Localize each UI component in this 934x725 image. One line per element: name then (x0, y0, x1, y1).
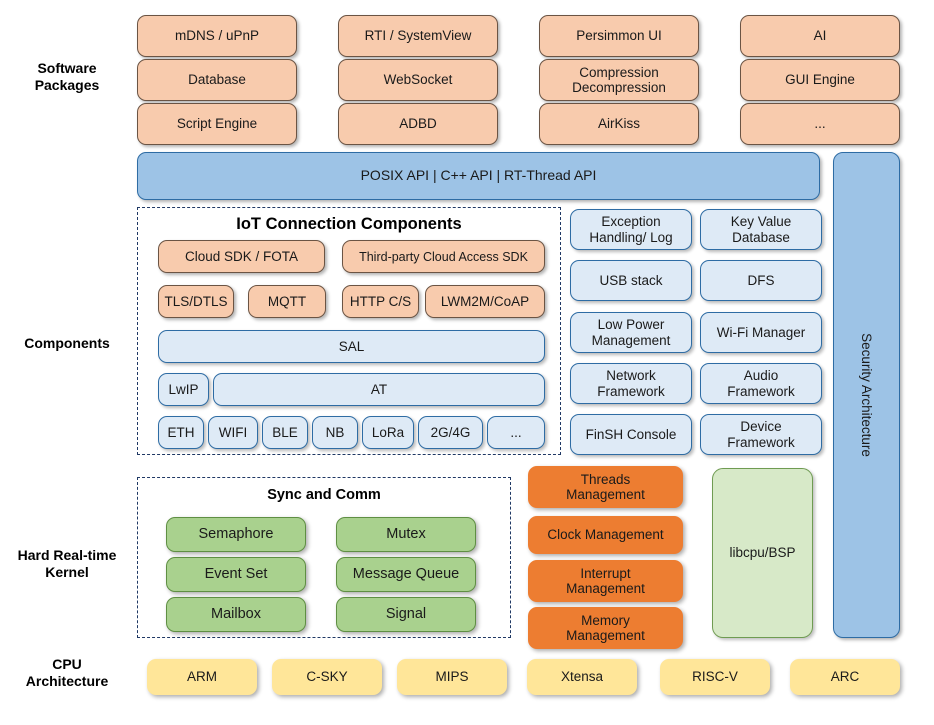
kernel-memory-management[interactable]: Memory Management (528, 607, 683, 649)
iot-lwm2m-coap[interactable]: LWM2M/CoAP (425, 285, 545, 318)
component-usb-stack[interactable]: USB stack (570, 260, 692, 301)
security-architecture-label: Security Architecture (859, 333, 875, 457)
sync-event-set[interactable]: Event Set (166, 557, 306, 592)
package-mdns-upnp[interactable]: mDNS / uPnP (137, 15, 297, 57)
package-more[interactable]: ... (740, 103, 900, 145)
iot-link-2g-4g[interactable]: 2G/4G (418, 416, 483, 449)
component-device-framework[interactable]: Device Framework (700, 414, 822, 455)
sync-mailbox[interactable]: Mailbox (166, 597, 306, 632)
security-architecture-bar: Security Architecture (833, 152, 900, 638)
iot-http-cs[interactable]: HTTP C/S (342, 285, 419, 318)
package-rti-systemview[interactable]: RTI / SystemView (338, 15, 498, 57)
cpu-xtensa[interactable]: Xtensa (527, 659, 637, 695)
package-database[interactable]: Database (137, 59, 297, 101)
row-label-kernel: Hard Real-time Kernel (17, 547, 117, 580)
iot-link-eth[interactable]: ETH (158, 416, 204, 449)
row-label-components: Components (24, 335, 110, 351)
sync-message-queue[interactable]: Message Queue (336, 557, 476, 592)
package-adbd[interactable]: ADBD (338, 103, 498, 145)
component-audio-framework[interactable]: Audio Framework (700, 363, 822, 404)
iot-cloud-sdk-fota[interactable]: Cloud SDK / FOTA (158, 240, 325, 273)
component-exception-handling-log[interactable]: Exception Handling/ Log (570, 209, 692, 250)
iot-mqtt[interactable]: MQTT (248, 285, 326, 318)
cpu-arm[interactable]: ARM (147, 659, 257, 695)
package-persimmon-ui[interactable]: Persimmon UI (539, 15, 699, 57)
iot-link-wifi[interactable]: WIFI (208, 416, 258, 449)
iot-lwip[interactable]: LwIP (158, 373, 209, 406)
iot-link-lora[interactable]: LoRa (362, 416, 414, 449)
package-script-engine[interactable]: Script Engine (137, 103, 297, 145)
cpu-risc-v[interactable]: RISC-V (660, 659, 770, 695)
component-key-value-database[interactable]: Key Value Database (700, 209, 822, 250)
package-ai[interactable]: AI (740, 15, 900, 57)
package-websocket[interactable]: WebSocket (338, 59, 498, 101)
iot-tls-dtls[interactable]: TLS/DTLS (158, 285, 234, 318)
component-low-power-management[interactable]: Low Power Management (570, 312, 692, 353)
row-label-cpu-architecture: CPU Architecture (25, 656, 109, 689)
iot-sal[interactable]: SAL (158, 330, 545, 363)
iot-link-more[interactable]: ... (487, 416, 545, 449)
sync-semaphore[interactable]: Semaphore (166, 517, 306, 552)
iot-third-party-cloud-access-sdk[interactable]: Third-party Cloud Access SDK (342, 240, 545, 273)
sync-mutex[interactable]: Mutex (336, 517, 476, 552)
libcpu-bsp[interactable]: libcpu/BSP (712, 468, 813, 638)
row-label-software-packages: Software Packages (34, 60, 100, 93)
iot-link-ble[interactable]: BLE (262, 416, 308, 449)
sync-signal[interactable]: Signal (336, 597, 476, 632)
cpu-arc[interactable]: ARC (790, 659, 900, 695)
kernel-clock-management[interactable]: Clock Management (528, 516, 683, 554)
package-airkiss[interactable]: AirKiss (539, 103, 699, 145)
component-network-framework[interactable]: Network Framework (570, 363, 692, 404)
kernel-threads-management[interactable]: Threads Management (528, 466, 683, 508)
component-wifi-manager[interactable]: Wi-Fi Manager (700, 312, 822, 353)
component-dfs[interactable]: DFS (700, 260, 822, 301)
kernel-interrupt-management[interactable]: Interrupt Management (528, 560, 683, 602)
iot-at[interactable]: AT (213, 373, 545, 406)
sync-and-comm-title: Sync and Comm (267, 487, 381, 503)
component-finsh-console[interactable]: FinSH Console (570, 414, 692, 455)
package-compression-decompression[interactable]: Compression Decompression (539, 59, 699, 101)
api-bar: POSIX API | C++ API | RT-Thread API (137, 152, 820, 200)
iot-link-nb[interactable]: NB (312, 416, 358, 449)
iot-connection-components-title: IoT Connection Components (236, 215, 462, 233)
cpu-mips[interactable]: MIPS (397, 659, 507, 695)
cpu-c-sky[interactable]: C-SKY (272, 659, 382, 695)
package-gui-engine[interactable]: GUI Engine (740, 59, 900, 101)
